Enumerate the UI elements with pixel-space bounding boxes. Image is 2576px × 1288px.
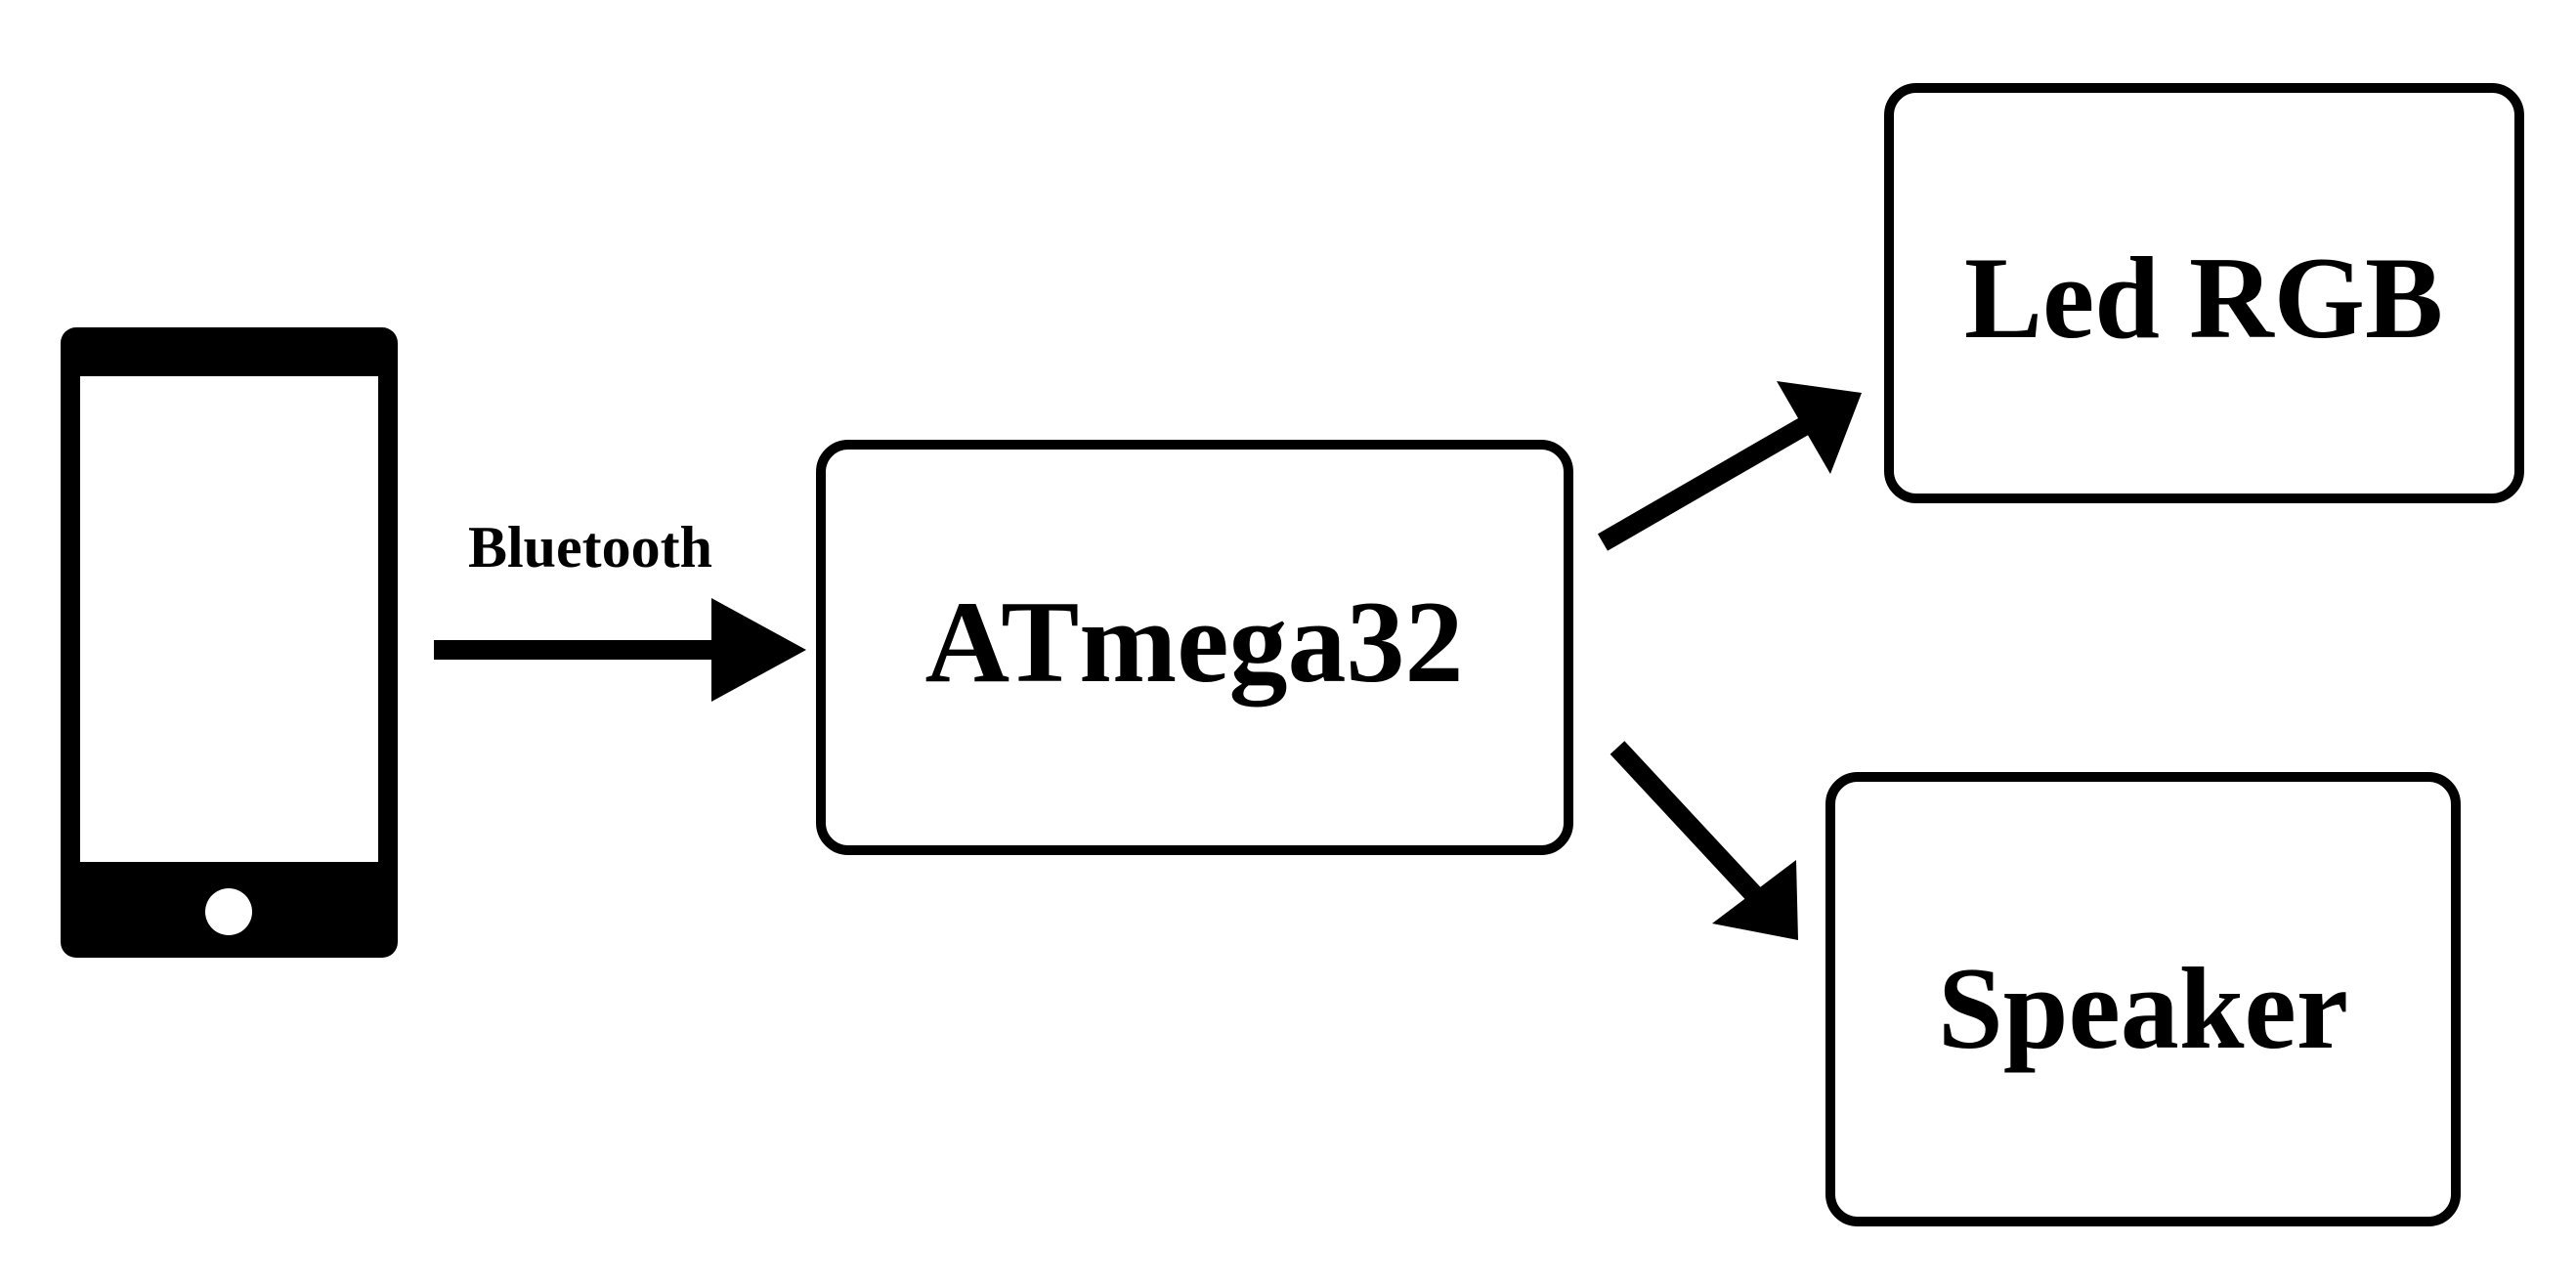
arrow-phone-to-mcu [434,598,806,702]
node-speaker: Speaker [1825,772,2461,1226]
node-led-rgb-label: Led RGB [1964,233,2443,363]
arrow-mcu-to-speaker [1610,741,1798,940]
node-atmega32-label: ATmega32 [924,577,1463,708]
arrow-mcu-to-led [1598,381,1862,551]
node-led-rgb: Led RGB [1884,83,2524,503]
smartphone-icon [61,327,398,958]
node-speaker-label: Speaker [1938,943,2348,1073]
node-atmega32: ATmega32 [816,440,1573,855]
edge-label-bluetooth: Bluetooth [468,515,712,580]
